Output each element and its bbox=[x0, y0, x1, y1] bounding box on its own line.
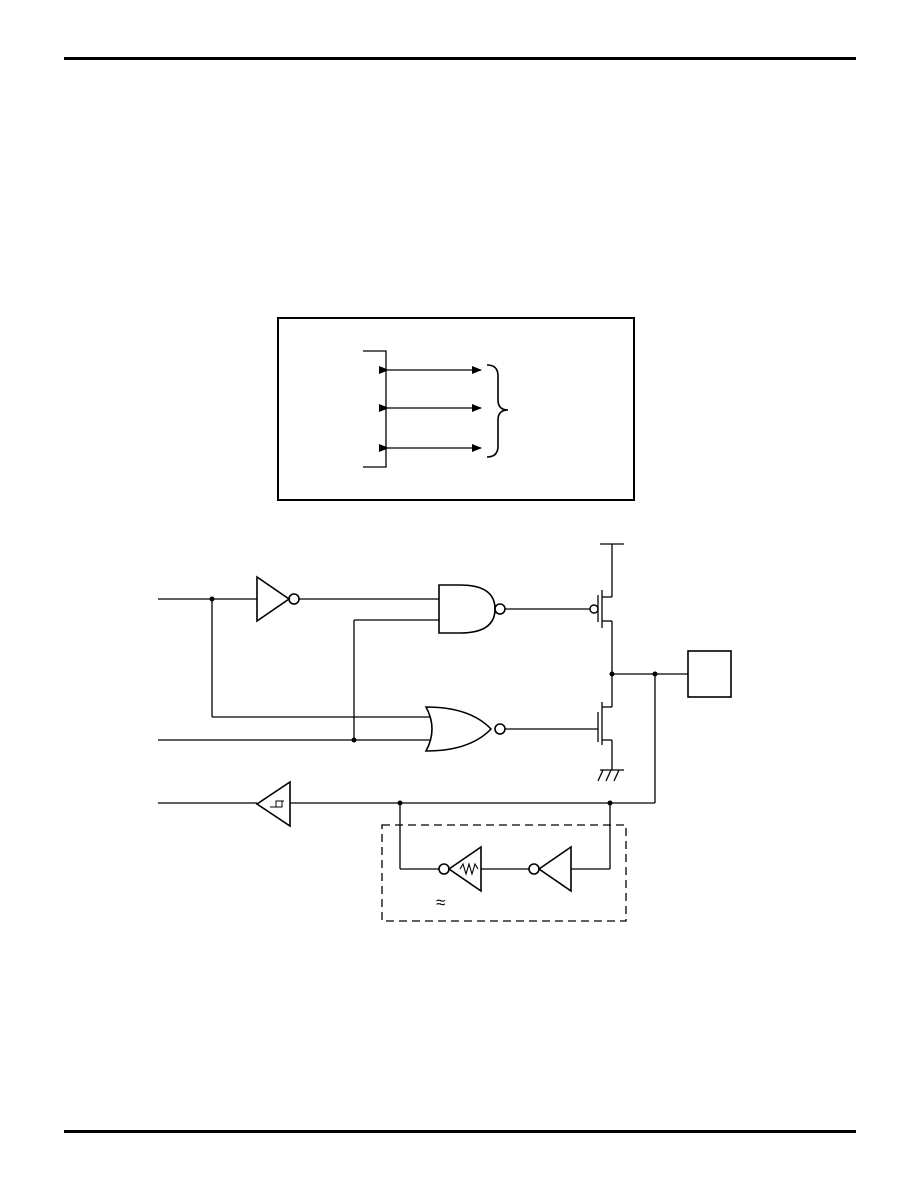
hysteresis-icon bbox=[270, 800, 284, 808]
right-brace-icon bbox=[486, 364, 509, 458]
n-mosfet-icon bbox=[597, 674, 613, 770]
circuit-schematic bbox=[158, 543, 732, 922]
keeper-box bbox=[381, 824, 627, 922]
nand-gate-icon bbox=[438, 584, 496, 634]
nor-gate-icon bbox=[424, 706, 493, 752]
inverter-1-bubble bbox=[288, 593, 300, 605]
junction-dot bbox=[351, 737, 357, 743]
weak-inverter-bubble bbox=[438, 863, 450, 875]
p-mosfet-icon bbox=[589, 543, 624, 674]
block-diagram bbox=[277, 317, 635, 501]
footer-rule bbox=[64, 1130, 856, 1133]
nor-bubble bbox=[494, 723, 506, 735]
keeper-inverter-icon bbox=[537, 845, 572, 893]
ground-icon bbox=[597, 769, 624, 782]
approx-symbol: ≈ bbox=[436, 893, 446, 912]
schmitt-buffer-icon bbox=[255, 780, 291, 828]
header-rule bbox=[64, 57, 856, 60]
inverter-1-icon bbox=[256, 575, 291, 623]
keeper-inverter-bubble bbox=[528, 863, 540, 875]
resistor-icon bbox=[459, 862, 479, 876]
block-diagram-frame bbox=[277, 317, 635, 501]
bus-bracket bbox=[363, 350, 387, 468]
nand-bubble bbox=[494, 603, 506, 615]
output-pad-icon bbox=[687, 650, 732, 698]
